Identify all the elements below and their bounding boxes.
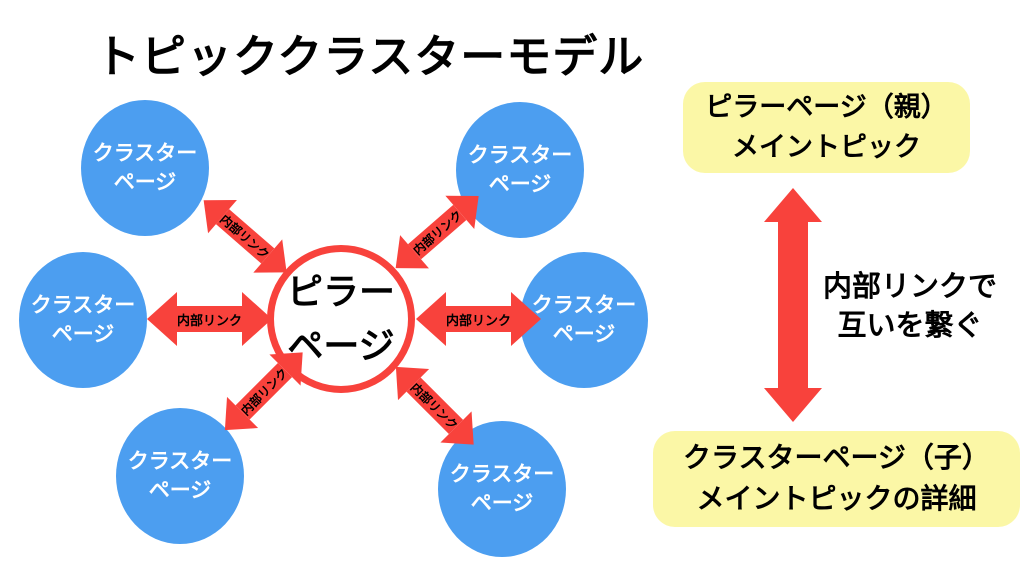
cluster-node-bottom-left: クラスター ページ [116,408,244,544]
internal-link-label: 内部リンク [177,312,243,328]
arrowhead-icon [416,292,446,346]
pillar-legend-box: ピラーページ（親） メイントピック [683,82,970,173]
cluster-node-left: クラスター ページ [19,252,147,388]
arrowhead-icon [511,292,542,346]
cluster-legend-box: クラスターページ（子） メイントピックの詳細 [653,431,1020,527]
cluster-node-top-right: クラスター ページ [456,102,584,238]
cluster-legend-line: クラスターページ（子） [683,442,990,474]
pillar-node: ピラー ページ [267,245,415,393]
cluster-node-label: ページ [470,492,534,515]
arrow-caption-line: 内部リンクで [822,271,997,303]
cluster-node-label: クラスター [127,449,233,473]
pillar-legend-line: ピラーページ（親） [705,92,948,123]
cluster-node-label: ページ [148,479,212,502]
cluster-node-label: ページ [113,171,177,194]
arrowhead-icon [242,292,273,346]
cluster-node-label: クラスター [531,293,637,317]
internal-link-arrow-left: 内部リンク [147,292,273,346]
page-title: トピッククラスターモデル [95,31,645,82]
arrowhead-icon [764,188,822,222]
cluster-legend-line: メイントピックの詳細 [696,483,977,514]
internal-link-label: 内部リンク [217,211,273,262]
internal-link-arrow-top-left: 内部リンク [189,183,302,289]
internal-link-label: 内部リンク [237,365,291,418]
internal-link-label: 内部リンク [410,207,465,258]
cluster-node-label: クラスター [467,143,573,167]
cluster-node-right: クラスター ページ [520,252,648,388]
internal-link-label: 内部リンク [446,312,512,328]
cluster-node-label: クラスター [449,462,555,486]
internal-link-arrow-right: 内部リンク [416,292,542,346]
cluster-node-bottom-right: クラスター ページ [438,421,566,557]
cluster-node-top-left: クラスター ページ [81,100,209,236]
pillar-legend-line: メイントピック [732,131,921,162]
arrow-caption: 内部リンクで 互いを繋ぐ [810,268,1010,345]
pillar-node-label: ページ [287,325,395,366]
arrowhead-icon [764,388,822,422]
cluster-node-label: ページ [488,173,552,196]
arrow-caption-line: 互いを繋ぐ [837,309,983,342]
cluster-node-label: ページ [552,323,616,346]
cluster-node-label: クラスター [92,141,198,165]
arrowhead-icon [147,292,177,346]
internal-link-label: 内部リンク [408,379,461,433]
cluster-node-label: ページ [51,323,115,346]
cluster-node-label: クラスター [30,293,136,317]
pillar-node-label: ピラー [286,271,395,312]
vertical-link-arrow [764,188,822,422]
